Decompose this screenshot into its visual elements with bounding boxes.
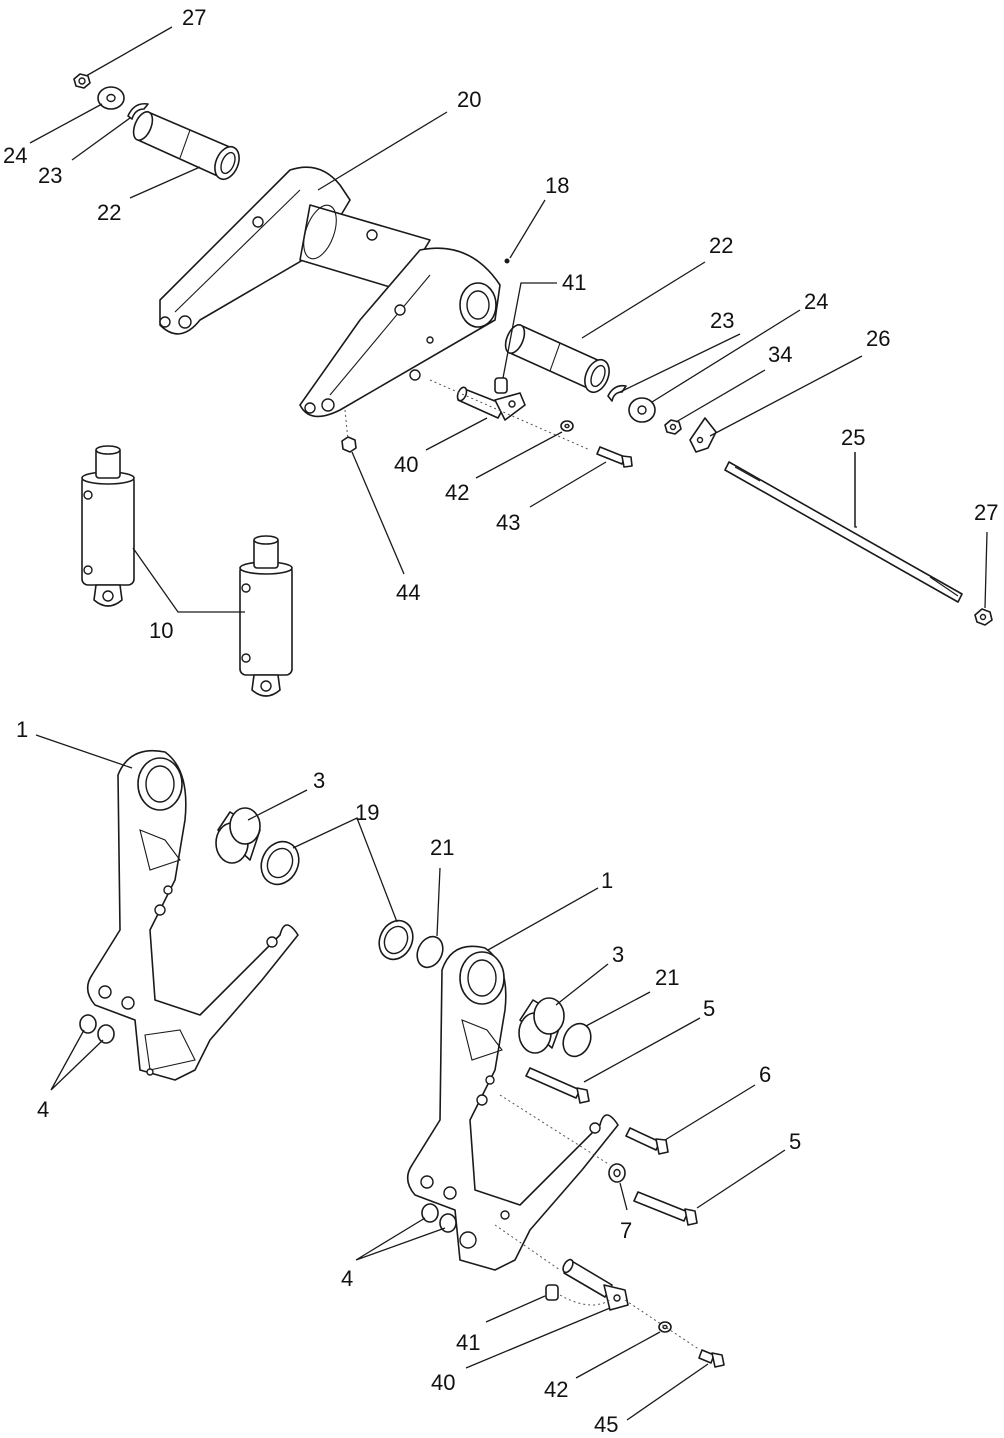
callout-5-lower: 5 [789, 1129, 801, 1154]
callout-26: 26 [866, 326, 890, 351]
callout-27-right: 27 [974, 500, 998, 525]
callout-18: 18 [545, 173, 569, 198]
callout-41-lower: 41 [456, 1330, 480, 1355]
bolt-6 [625, 1127, 669, 1155]
nut-27-right [974, 608, 993, 626]
callout-34: 34 [768, 342, 792, 367]
callout-6: 6 [759, 1062, 771, 1087]
callout-7: 7 [620, 1218, 632, 1243]
callout-10: 10 [149, 618, 173, 643]
bushing-22-right [504, 324, 610, 394]
callout-42-lower: 42 [544, 1377, 568, 1402]
callout-20: 20 [457, 87, 481, 112]
bracket-1-right [406, 945, 619, 1271]
o-ring-21-mid [416, 935, 444, 969]
callout-21-right: 21 [655, 965, 679, 990]
cylinder-10-right [239, 535, 293, 697]
ring-23-right [607, 384, 627, 402]
rocker-arm-20 [159, 166, 501, 418]
callout-41-upper: 41 [562, 270, 586, 295]
grease-fitting-18 [504, 258, 510, 264]
callout-22-top: 22 [97, 200, 121, 225]
bolt-5-lower [633, 1191, 698, 1226]
pin-plate-40-lower [562, 1258, 629, 1311]
callout-19: 19 [355, 800, 379, 825]
callout-5-upper: 5 [703, 996, 715, 1021]
bushings-4-left [79, 1014, 115, 1044]
callout-44: 44 [396, 580, 420, 605]
washer-24-top [97, 86, 125, 110]
bushing-3-left [215, 807, 261, 864]
pin-41-upper [494, 377, 508, 394]
callout-3-left: 3 [313, 768, 325, 793]
bolt-45 [698, 1349, 725, 1368]
callout-23-right: 23 [710, 308, 734, 333]
callout-4-right: 4 [341, 1266, 353, 1291]
nut-27-top [73, 73, 91, 89]
callout-22-right: 22 [709, 233, 733, 258]
callout-25: 25 [841, 425, 865, 450]
callout-45: 45 [594, 1412, 618, 1437]
bracket-26 [689, 417, 717, 453]
bushings-4-right [421, 1203, 457, 1233]
bolt-43 [596, 446, 633, 468]
washer-42-upper [560, 420, 574, 432]
nut-44 [341, 436, 357, 453]
callout-1-left: 1 [16, 717, 28, 742]
callout-42-upper: 42 [445, 480, 469, 505]
bracket-1-left [86, 750, 299, 1081]
callout-40-lower: 40 [431, 1370, 455, 1395]
o-ring-21-right [562, 1022, 592, 1058]
callout-43: 43 [496, 510, 520, 535]
callout-4-left: 4 [37, 1097, 49, 1122]
callout-21-mid: 21 [430, 835, 454, 860]
bolt-5-upper [525, 1067, 590, 1104]
bushing-3-right [518, 997, 565, 1054]
washer-19-mid [378, 919, 414, 961]
cylinder-10-left [81, 445, 135, 607]
pin-41-lower [545, 1284, 559, 1301]
washer-24-right [628, 397, 656, 423]
callout-3-right: 3 [612, 942, 624, 967]
pin-plate-40-upper [456, 386, 526, 421]
ring-23-top [127, 102, 149, 120]
rod-25 [724, 461, 963, 603]
callout-23-top: 23 [38, 163, 62, 188]
bushing-22-top [132, 111, 240, 181]
washer-42-lower [658, 1321, 672, 1333]
callout-1-right: 1 [601, 868, 613, 893]
leader-lines [29, 26, 988, 1421]
callout-24-top: 24 [3, 143, 27, 168]
callout-27-top: 27 [182, 5, 206, 30]
callout-24-right: 24 [804, 289, 828, 314]
nut-34 [664, 419, 682, 435]
washer-19-left [260, 840, 300, 886]
callout-40-upper: 40 [394, 452, 418, 477]
washer-7 [608, 1163, 626, 1183]
